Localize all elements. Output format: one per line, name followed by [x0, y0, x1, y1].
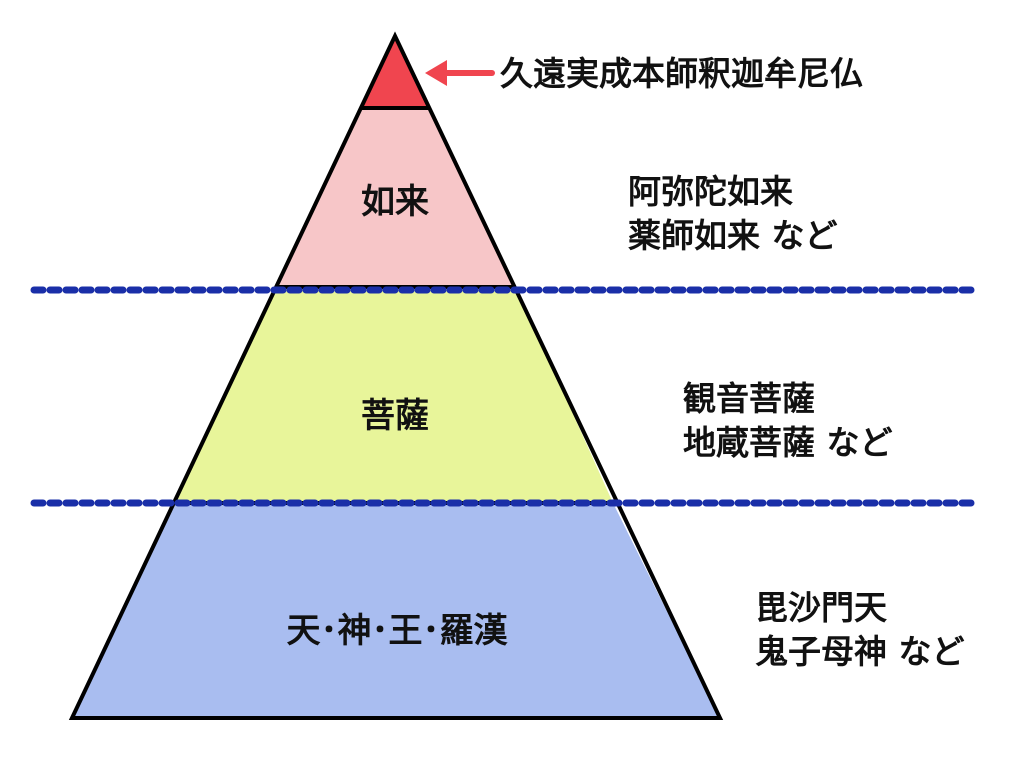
tier1-example-1: 阿弥陀如来	[628, 172, 793, 211]
tier3-examples: 毘沙門天 鬼子母神 など	[755, 586, 965, 674]
pyramid-outline	[68, 31, 724, 720]
callout-arrow-head-icon	[425, 60, 447, 86]
tier-ten-shin-ou-rakan	[72, 503, 720, 718]
tier-bosatsu	[176, 287, 613, 503]
tier-label-nyorai: 如来	[361, 182, 429, 222]
tier1-examples: 阿弥陀如来 薬師如来 など	[628, 170, 838, 258]
apex-tier	[362, 36, 430, 108]
tier2-examples: 観音菩薩 地蔵菩薩 など	[683, 377, 893, 465]
tier-nyorai	[275, 108, 516, 287]
apex-callout-text: 久遠実成本師釈迦牟尼仏	[500, 54, 863, 93]
tier-label-bosatsu: 菩薩	[361, 396, 429, 436]
tier3-example-2: 鬼子母神 など	[755, 632, 965, 671]
tier1-example-2: 薬師如来 など	[628, 216, 838, 255]
tier2-example-1: 観音菩薩	[683, 379, 815, 418]
tier2-example-2: 地蔵菩薩 など	[683, 423, 893, 462]
tier3-example-1: 毘沙門天	[755, 588, 887, 627]
tier-label-ten-shin-ou-rakan: 天･神･王･羅漢	[287, 611, 509, 651]
